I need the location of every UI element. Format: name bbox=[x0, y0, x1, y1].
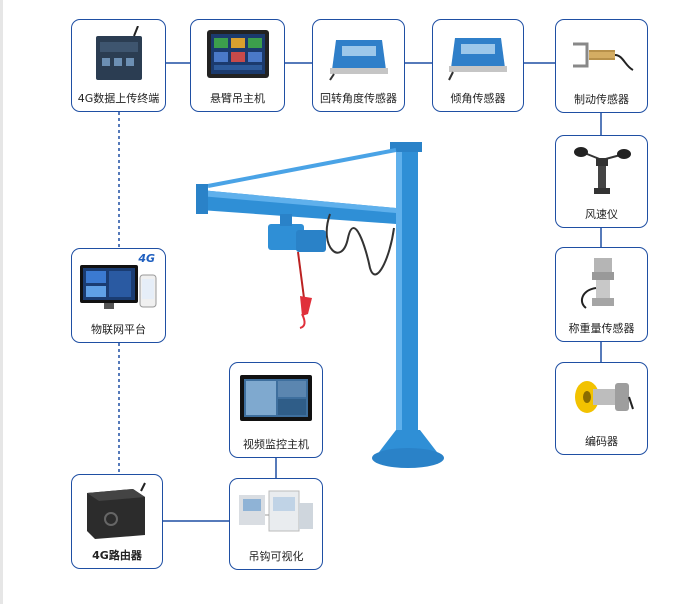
node-encoder: 编码器 bbox=[555, 362, 648, 455]
node-label: 回转角度传感器 bbox=[320, 92, 397, 105]
tilt-sensor-icon bbox=[433, 26, 523, 82]
node-anemometer: 风速仪 bbox=[555, 135, 648, 228]
node-label: 制动传感器 bbox=[574, 93, 629, 106]
load-sensor-icon bbox=[556, 254, 647, 314]
hook-camera-icon bbox=[230, 485, 322, 541]
node-hook-visualization: 吊钩可视化 bbox=[229, 478, 323, 570]
node-label: 悬臂吊主机 bbox=[210, 92, 265, 105]
node-label: 吊钩可视化 bbox=[248, 550, 304, 563]
node-iot-platform: 4G 物联网平台 bbox=[71, 248, 166, 343]
node-4g-terminal: 4G数据上传终端 bbox=[71, 19, 166, 112]
node-label: 编码器 bbox=[585, 435, 618, 448]
node-label: 称重量传感器 bbox=[568, 322, 635, 335]
4g-terminal-icon bbox=[72, 26, 165, 82]
node-label: 倾角传感器 bbox=[450, 92, 506, 105]
node-video-host: 视频监控主机 bbox=[229, 362, 323, 458]
router-icon bbox=[72, 481, 162, 541]
video-monitor-icon bbox=[230, 369, 322, 425]
badge-4g: 4G bbox=[138, 252, 155, 265]
node-load-sensor: 称重量传感器 bbox=[555, 247, 648, 342]
iot-platform-icon bbox=[72, 255, 165, 313]
rotation-sensor-icon bbox=[313, 26, 404, 82]
encoder-icon bbox=[556, 369, 647, 423]
node-label: 4G路由器 bbox=[92, 549, 142, 562]
node-label: 视频监控主机 bbox=[243, 438, 309, 451]
control-host-icon bbox=[191, 26, 284, 82]
page-edge bbox=[0, 0, 3, 604]
node-tilt-sensor: 倾角传感器 bbox=[432, 19, 524, 112]
node-4g-router: 4G路由器 bbox=[71, 474, 163, 569]
node-label: 风速仪 bbox=[585, 208, 618, 221]
node-brake-sensor: 制动传感器 bbox=[555, 19, 648, 113]
jib-crane-illustration bbox=[196, 142, 444, 468]
node-label: 物联网平台 bbox=[91, 323, 146, 336]
brake-sensor-icon bbox=[556, 26, 647, 82]
node-rotation-sensor: 回转角度传感器 bbox=[312, 19, 405, 112]
node-crane-host: 悬臂吊主机 bbox=[190, 19, 285, 112]
anemometer-icon bbox=[556, 142, 647, 200]
node-label: 4G数据上传终端 bbox=[77, 92, 160, 105]
